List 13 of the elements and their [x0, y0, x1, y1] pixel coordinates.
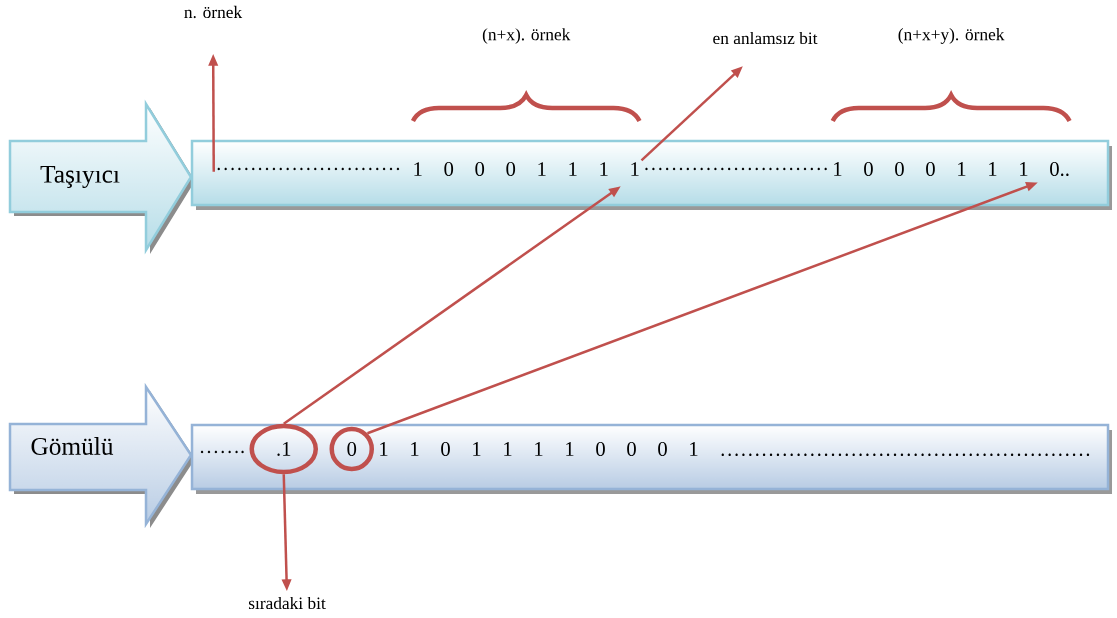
- bit-sequence: 1 0 0 0 1 1 1 0..: [834, 162, 1069, 176]
- bit-sequence: 1 1 0 1 1 1 1 0 0 0 1 ………………………………………………: [380, 442, 1090, 457]
- annotation-label: sıradaki bit: [248, 596, 326, 610]
- bit-stream-bar: [190, 139, 1112, 210]
- annotation-label: en anlamsız bit: [713, 31, 818, 45]
- annotation-label: n. örnek: [184, 5, 243, 19]
- bit-sequence: 1 0 0 0 1 1 1 1: [414, 162, 639, 176]
- bit-stream-bar: [190, 423, 1112, 494]
- brace-label: (n+x). örnek: [482, 28, 571, 44]
- brace-label: (n+x+y). örnek: [898, 28, 1005, 44]
- bit-sequence: ………………………: [217, 167, 400, 171]
- bit-sequence: …….: [200, 450, 244, 454]
- bit-sequence: ………………………: [645, 167, 827, 171]
